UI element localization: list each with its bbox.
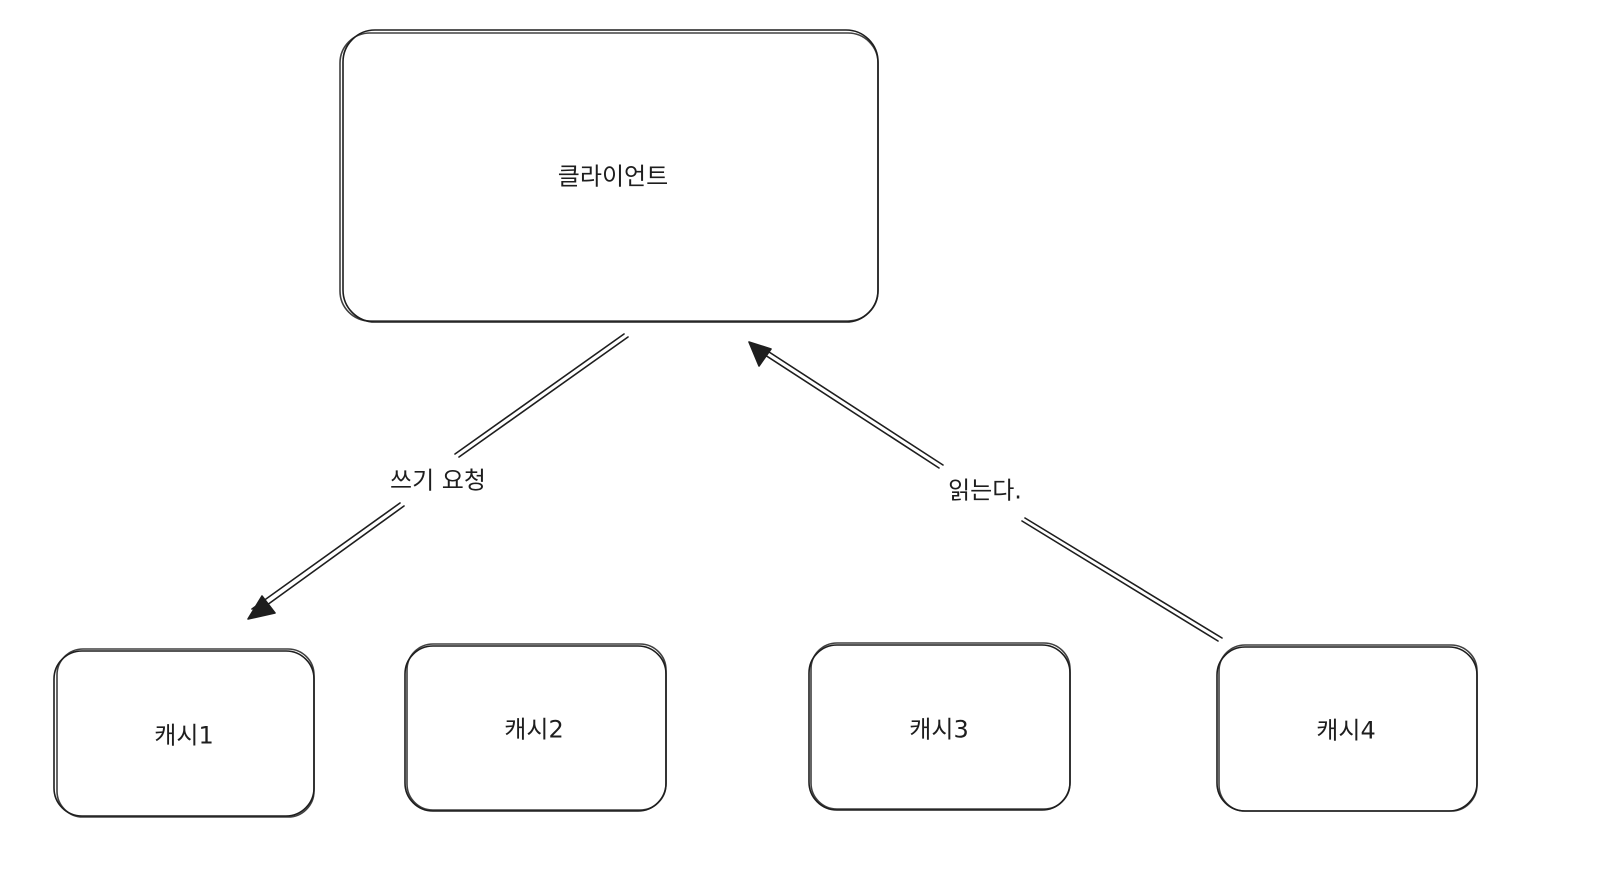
cache1-node-box — [53, 648, 315, 818]
write-request-edge-label: 쓰기 요청 — [384, 458, 492, 498]
cache3-node-box — [808, 642, 1071, 811]
client-node-label: 클라이언트 — [557, 162, 669, 191]
cache2-node-box — [404, 643, 667, 812]
cache4-node-label: 캐시4 — [1316, 716, 1376, 745]
cache4-node-box — [1216, 644, 1478, 812]
write-request-arrow — [251, 333, 629, 614]
read-arrowhead — [748, 341, 772, 367]
write-request-arrowhead — [247, 595, 276, 620]
cache1-node-label: 캐시1 — [154, 721, 214, 750]
cache2-node-label: 캐시2 — [504, 715, 564, 744]
client-node-box — [339, 29, 879, 323]
cache3-node-label: 캐시3 — [909, 715, 969, 744]
read-arrow — [761, 349, 1223, 642]
read-edge-label: 읽는다. — [942, 468, 1028, 508]
